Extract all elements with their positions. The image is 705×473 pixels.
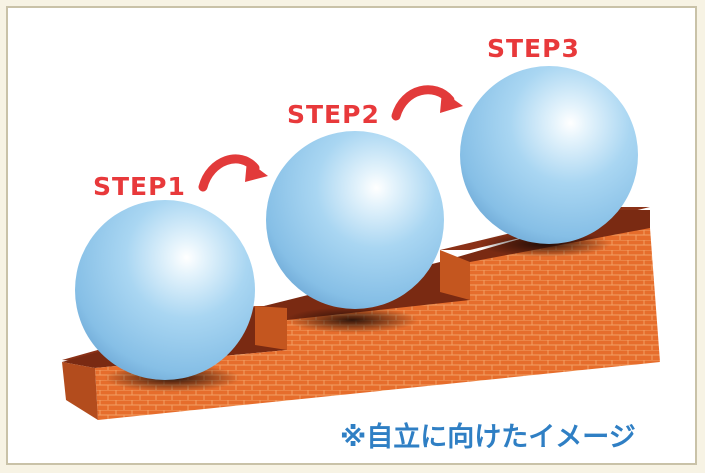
step1-label: STEP1: [93, 172, 186, 201]
caption: ※自立に向けたイメージ: [340, 421, 636, 453]
step2-label: STEP2: [287, 100, 380, 129]
ball-step3: [460, 66, 638, 244]
curved-right-arrow-icon: [198, 154, 268, 192]
ball-step2: [266, 131, 444, 309]
ball-step1: [75, 200, 255, 380]
curved-right-arrow-icon: [391, 85, 463, 121]
ball-shadow-2: [286, 307, 418, 333]
step3-label: STEP3: [487, 34, 580, 63]
